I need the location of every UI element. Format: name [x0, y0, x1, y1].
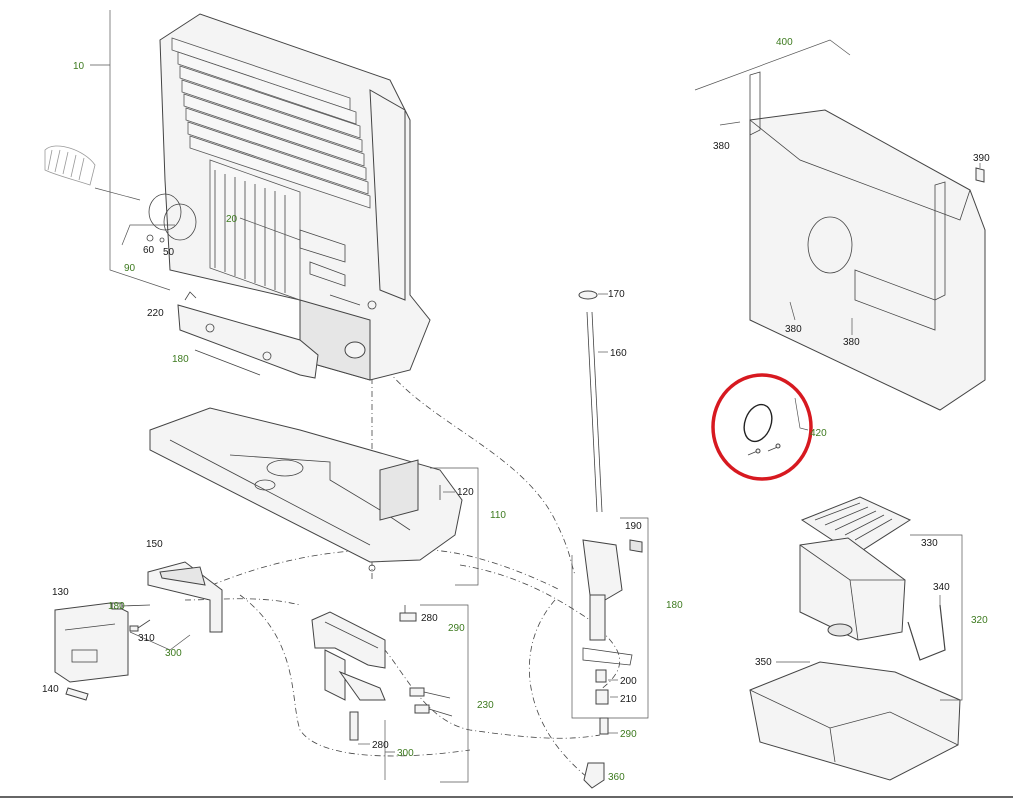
- label-350: 350: [755, 657, 772, 668]
- group-bracket-110: [430, 467, 479, 586]
- label-380-a: 380: [713, 141, 730, 152]
- flue-pipe: [44, 145, 96, 186]
- group-bracket-180c: [571, 517, 649, 719]
- label-280-a: 280: [421, 613, 438, 624]
- label-180-c: 180: [666, 600, 683, 611]
- spring-clip-340: [907, 604, 946, 661]
- label-200: 200: [620, 676, 637, 687]
- label-320: 320: [971, 615, 988, 626]
- highlight-circle: [711, 373, 813, 481]
- heat-exchanger-part-10: [159, 13, 431, 381]
- label-20: 20: [226, 214, 238, 225]
- label-140: 140: [42, 684, 59, 695]
- label-220: 220: [147, 308, 164, 319]
- label-190: 190: [625, 521, 642, 532]
- label-60: 60: [143, 245, 155, 256]
- leader-380b: [789, 301, 796, 321]
- burner-230: [311, 605, 453, 741]
- seal-ring-420: [743, 397, 809, 456]
- label-280-b: 280: [372, 740, 389, 751]
- cable-connectors: [111, 602, 151, 632]
- label-330: 330: [921, 538, 938, 549]
- group-bracket-300b: [384, 720, 395, 780]
- label-130: 130: [52, 587, 69, 598]
- label-420: 420: [810, 428, 827, 439]
- label-380-b: 380: [785, 324, 802, 335]
- label-400: 400: [776, 37, 793, 48]
- label-390: 390: [973, 153, 990, 164]
- drawer-320: [799, 537, 906, 641]
- label-50: 50: [163, 247, 175, 258]
- fuse-140: [65, 687, 89, 701]
- group-bracket-400: [694, 39, 851, 91]
- tray-350: [749, 661, 961, 781]
- clamp-rings: [146, 193, 197, 243]
- label-360: 360: [608, 772, 625, 783]
- label-310: 310: [138, 633, 155, 644]
- label-150: 150: [146, 539, 163, 550]
- label-230: 230: [477, 700, 494, 711]
- label-210: 210: [620, 694, 637, 705]
- label-300-b: 300: [397, 748, 414, 759]
- label-120: 120: [457, 487, 474, 498]
- gas-valve-stack: [578, 290, 643, 789]
- ignition-rail-220: [177, 291, 319, 379]
- group-bracket-10: [90, 10, 301, 291]
- label-290-a: 290: [448, 623, 465, 634]
- group-bracket-320: [910, 534, 963, 701]
- label-160: 160: [610, 348, 627, 359]
- label-90: 90: [124, 263, 136, 274]
- control-unit-130: [54, 602, 129, 683]
- group-bracket-300a: [129, 631, 191, 651]
- part-number-labels: 10 20 60 50 90 220 180 120 110 150 130 1…: [42, 37, 990, 783]
- label-380-c: 380: [843, 337, 860, 348]
- control-box-150: [147, 561, 223, 633]
- assembly-guide-lines: [184, 300, 621, 781]
- label-340: 340: [933, 582, 950, 593]
- label-10: 10: [73, 61, 85, 72]
- base-plate-110: [149, 407, 463, 572]
- leader-380a: [719, 121, 741, 126]
- label-170: 170: [608, 289, 625, 300]
- label-180-b: 180: [108, 601, 125, 612]
- label-300-a: 300: [165, 648, 182, 659]
- casing-400: [749, 71, 986, 411]
- label-110: 110: [490, 510, 506, 521]
- label-290-b: 290: [620, 729, 637, 740]
- label-180-a: 180: [172, 354, 189, 365]
- group-bracket-230: [420, 604, 469, 783]
